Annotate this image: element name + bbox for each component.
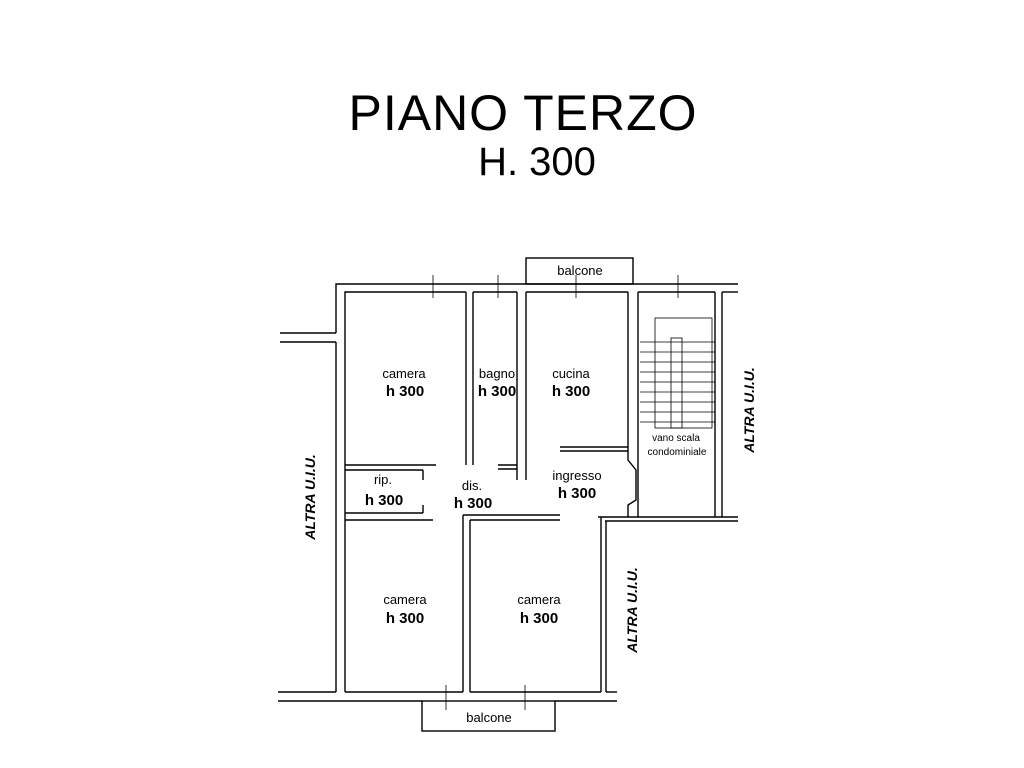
plan-height: H. 300 [478,140,596,184]
room-name: bagno [479,366,515,381]
room-bagno: bagno h 300 [478,366,516,400]
staircase: vano scala condominiale [640,317,715,458]
neighbor-label-right-bottom: ALTRA U.I.U. [624,567,640,654]
room-dis: dis. h 300 [454,478,492,512]
room-ingresso: ingresso h 300 [552,468,601,502]
balcony-label-top: balcone [557,263,603,278]
stair-label-2: condominiale [648,447,707,458]
room-name: dis. [462,478,482,493]
room-name: camera [517,592,561,607]
walls [278,275,738,710]
stair-label-1: vano scala [652,433,700,444]
room-camera-bottom-left: camera h 300 [383,592,427,627]
room-cucina: cucina h 300 [552,366,591,400]
balcony-label-bottom: balcone [466,710,512,725]
neighbor-label-left: ALTRA U.I.U. [302,454,318,541]
room-name: cucina [552,366,590,381]
room-height: h 300 [552,383,590,400]
room-height: h 300 [478,383,516,400]
room-name: camera [383,592,427,607]
top-balcony: balcone [525,257,634,285]
room-height: h 300 [386,610,424,627]
neighbor-label-right-top: ALTRA U.I.U. [741,367,757,454]
room-camera-top: camera h 300 [382,366,426,400]
room-rip: rip. h 300 [365,472,403,509]
room-camera-bottom-right: camera h 300 [517,592,561,627]
room-height: h 300 [454,495,492,512]
room-name: rip. [374,472,392,487]
room-height: h 300 [558,485,596,502]
bottom-balcony: balcone [421,700,556,732]
room-name: camera [382,366,426,381]
room-height: h 300 [365,492,403,509]
room-height: h 300 [386,383,424,400]
plan-title: PIANO TERZO [348,85,698,141]
room-height: h 300 [520,610,558,627]
room-name: ingresso [552,468,601,483]
